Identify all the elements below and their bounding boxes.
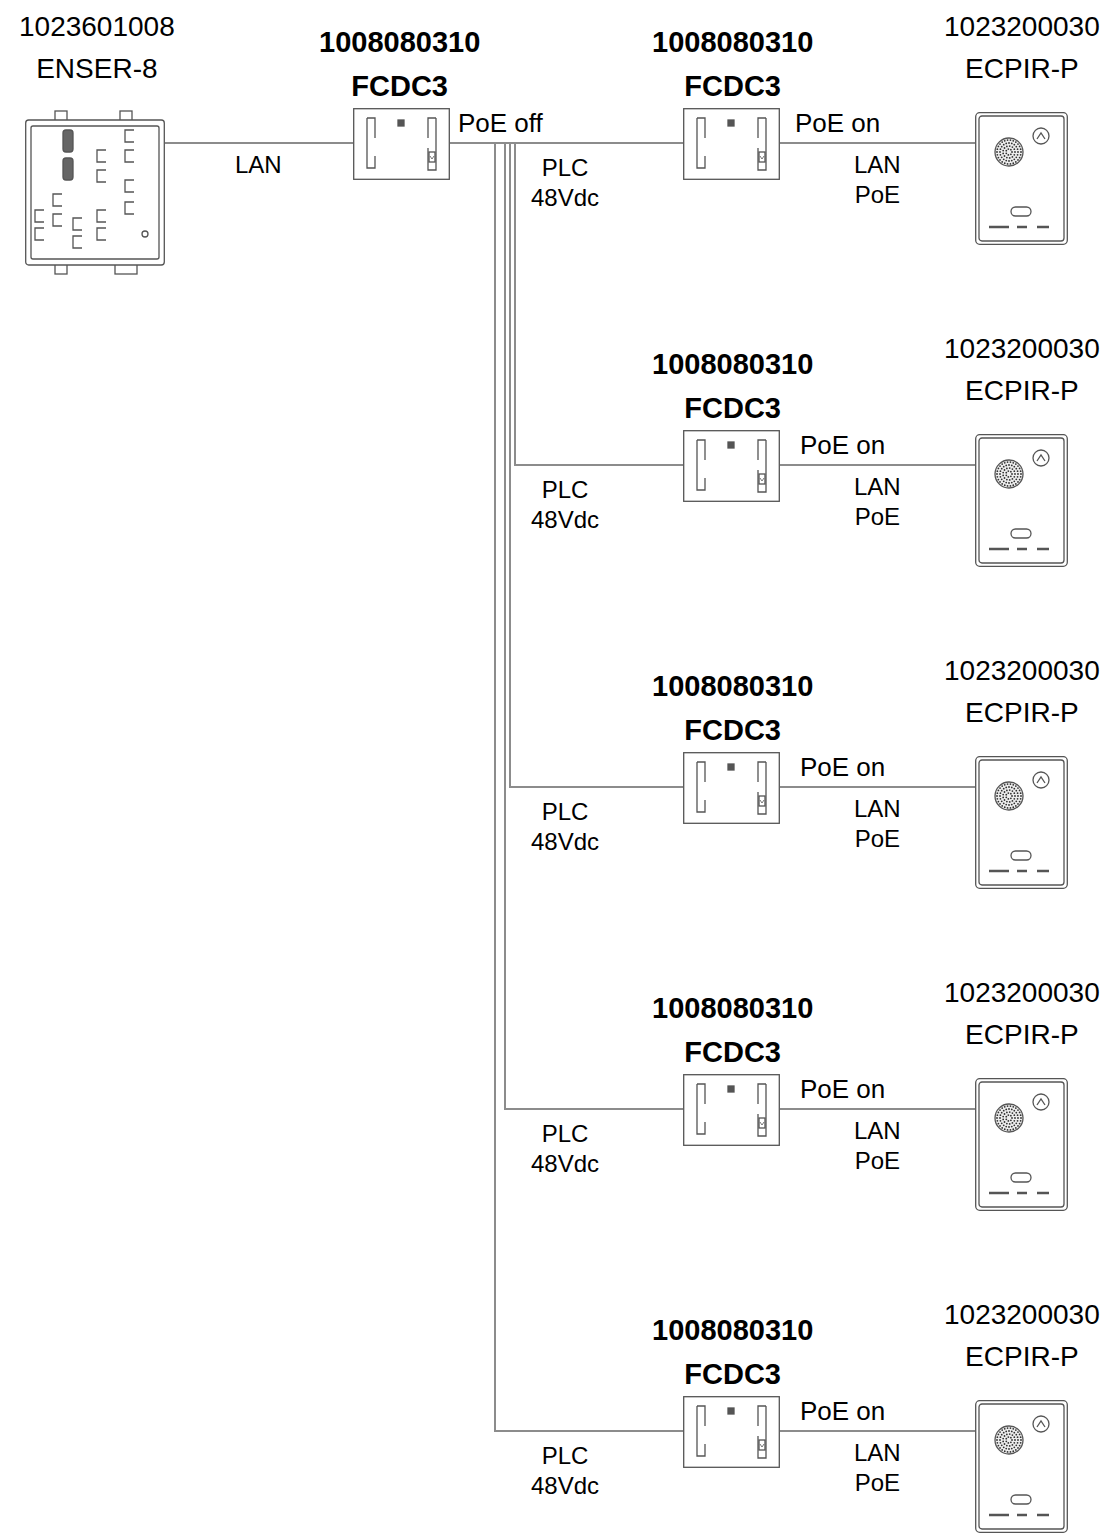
connector-line	[450, 143, 683, 1431]
intercom-panel-icon	[975, 1400, 1068, 1533]
connector-line	[780, 786, 975, 788]
intercom-panel: 1023200030ECPIR-P	[940, 1294, 1104, 1533]
plc-adapter-icon	[683, 1396, 780, 1468]
part-number: 1023200030	[940, 1294, 1104, 1336]
model-name: FCDC3	[648, 1030, 817, 1074]
intercom-panel: 1023200030ECPIR-P	[940, 650, 1104, 889]
plc-adapter: 1008080310FCDC3	[648, 986, 817, 1146]
poe-state: PoE on	[800, 1074, 885, 1104]
plc-adapter-icon	[683, 752, 780, 824]
model-name: FCDC3	[315, 64, 484, 108]
part-number: 1023200030	[940, 328, 1104, 370]
intercom-panel-icon	[975, 434, 1068, 567]
edge-label: LAN PoE	[854, 1116, 901, 1176]
poe-state: PoE on	[800, 430, 885, 460]
part-number: 1008080310	[315, 20, 484, 64]
edge-label: LAN PoE	[854, 794, 901, 854]
part-number: 1008080310	[648, 342, 817, 386]
model-name: ECPIR-P	[940, 370, 1104, 412]
edge-label: PLC 48Vdc	[531, 1119, 599, 1179]
plc-adapter-icon	[683, 1074, 780, 1146]
connector-line	[450, 143, 683, 1109]
edge-label: PLC 48Vdc	[531, 475, 599, 535]
switch-device: 1023601008ENSER-8	[15, 6, 179, 275]
connector-line	[780, 142, 975, 144]
edge-label: LAN PoE	[854, 1438, 901, 1498]
part-number: 1008080310	[648, 20, 817, 64]
intercom-panel-icon	[975, 756, 1068, 889]
poe-state: PoE on	[795, 108, 880, 138]
edge-label: LAN	[235, 150, 282, 180]
plc-adapter: 1008080310FCDC3	[648, 664, 817, 824]
model-name: ECPIR-P	[940, 48, 1104, 90]
plc-adapter-icon	[683, 430, 780, 502]
intercom-panel-icon	[975, 112, 1068, 245]
switch-device-icon	[25, 110, 165, 275]
plc-adapter: 1008080310FCDC3	[648, 342, 817, 502]
connector-line	[450, 143, 683, 465]
part-number: 1008080310	[648, 986, 817, 1030]
connector-line	[165, 142, 353, 144]
model-name: FCDC3	[648, 708, 817, 752]
connector-line	[780, 1430, 975, 1432]
edge-label: PLC 48Vdc	[531, 797, 599, 857]
edge-label: LAN PoE	[854, 150, 901, 210]
poe-state: PoE on	[800, 1396, 885, 1426]
connector-line	[450, 143, 683, 787]
intercom-panel: 1023200030ECPIR-P	[940, 328, 1104, 567]
plc-adapter-icon	[683, 108, 780, 180]
plc-adapter: 1008080310FCDC3	[315, 20, 484, 180]
intercom-panel-icon	[975, 1078, 1068, 1211]
intercom-panel: 1023200030ECPIR-P	[940, 6, 1104, 245]
part-number: 1008080310	[648, 664, 817, 708]
model-name: ECPIR-P	[940, 1336, 1104, 1378]
model-name: ECPIR-P	[940, 692, 1104, 734]
model-name: FCDC3	[648, 64, 817, 108]
connector-line	[780, 464, 975, 466]
poe-state: PoE on	[800, 752, 885, 782]
edge-label: PLC 48Vdc	[531, 1441, 599, 1501]
edge-label: PLC 48Vdc	[531, 153, 599, 213]
poe-state: PoE off	[458, 108, 543, 138]
model-name: ENSER-8	[15, 48, 179, 90]
plc-adapter-icon	[353, 108, 450, 180]
part-number: 1023601008	[15, 6, 179, 48]
part-number: 1008080310	[648, 1308, 817, 1352]
model-name: FCDC3	[648, 386, 817, 430]
model-name: ECPIR-P	[940, 1014, 1104, 1056]
part-number: 1023200030	[940, 650, 1104, 692]
model-name: FCDC3	[648, 1352, 817, 1396]
plc-adapter: 1008080310FCDC3	[648, 1308, 817, 1468]
plc-adapter: 1008080310FCDC3	[648, 20, 817, 180]
part-number: 1023200030	[940, 6, 1104, 48]
part-number: 1023200030	[940, 972, 1104, 1014]
edge-label: LAN PoE	[854, 472, 901, 532]
intercom-panel: 1023200030ECPIR-P	[940, 972, 1104, 1211]
connector-line	[780, 1108, 975, 1110]
